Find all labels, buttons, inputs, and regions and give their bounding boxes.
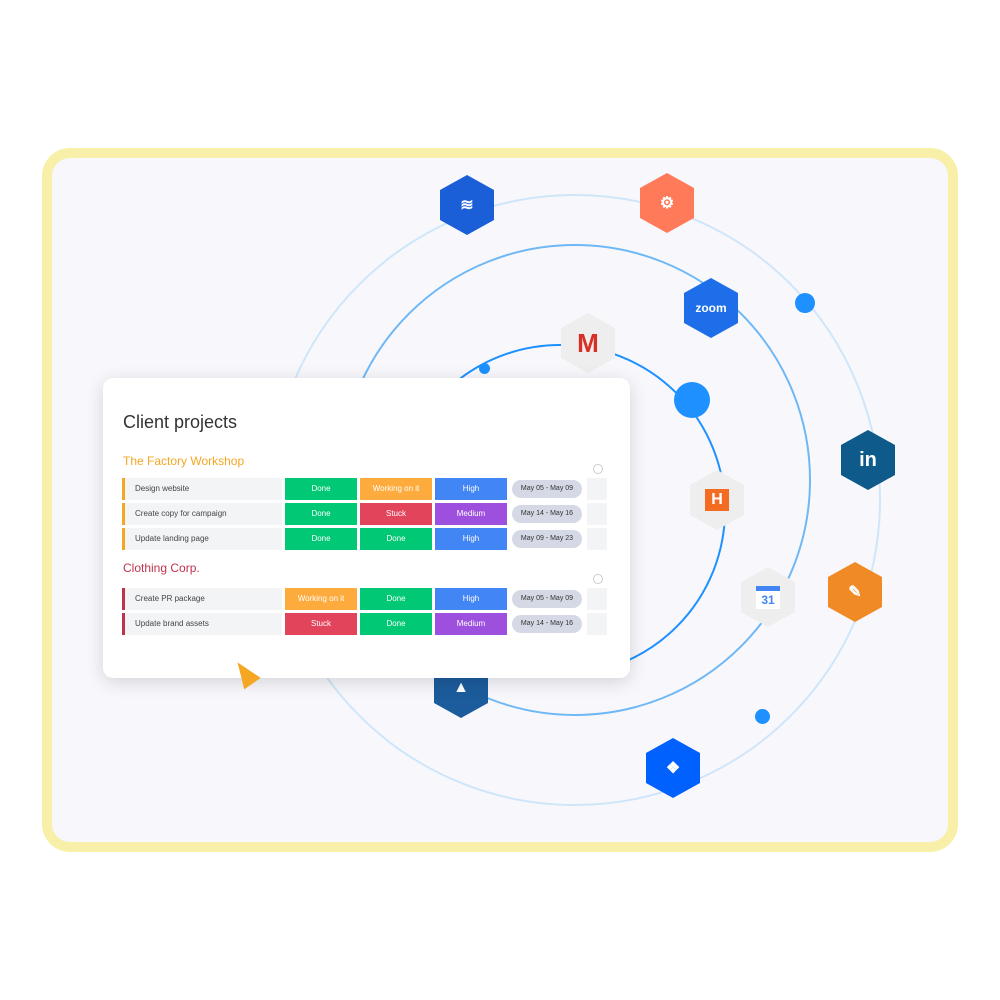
pencil-app-icon: ✎ (828, 562, 882, 622)
empty-cell[interactable] (587, 528, 607, 550)
priority-cell[interactable]: High (435, 528, 507, 550)
priority-cell[interactable]: High (435, 588, 507, 610)
linkedin-icon: in (841, 430, 895, 490)
timeline-cell[interactable]: May 05 - May 09 (512, 590, 582, 608)
info-icon[interactable] (593, 464, 603, 474)
group-title[interactable]: The Factory Workshop (123, 454, 245, 468)
google-calendar-icon: 31 (741, 567, 795, 627)
status-cell[interactable]: Working on it (285, 588, 357, 610)
status-cell[interactable]: Stuck (285, 613, 357, 635)
status-cell[interactable]: Stuck (360, 503, 432, 525)
task-name[interactable]: Create copy for campaign (122, 503, 282, 525)
timeline-cell[interactable]: May 05 - May 09 (512, 480, 582, 498)
orbit-dot (479, 363, 490, 374)
group-title[interactable]: Clothing Corp. (123, 561, 200, 575)
task-name[interactable]: Design website (122, 478, 282, 500)
gmail-icon: M (561, 313, 615, 373)
table-row[interactable]: Create PR package Working on it Done Hig… (122, 588, 608, 610)
board-title: Client projects (123, 412, 238, 432)
status-cell[interactable]: Done (285, 528, 357, 550)
linkedin-label: in (859, 448, 877, 471)
harvest-icon: H (690, 470, 744, 530)
hubspot-icon: ⚙ (640, 173, 694, 233)
info-icon[interactable] (593, 574, 603, 584)
harvest-label: H (705, 489, 729, 511)
zoom-icon: zoom (684, 278, 738, 338)
priority-cell[interactable]: High (435, 478, 507, 500)
empty-cell[interactable] (587, 478, 607, 500)
calendar-label: 31 (756, 585, 780, 609)
table-row[interactable]: Create copy for campaign Done Stuck Medi… (122, 503, 608, 525)
orbit-dot (674, 382, 710, 418)
table-row[interactable]: Update brand assets Stuck Done Medium Ma… (122, 613, 608, 635)
status-cell[interactable]: Done (285, 478, 357, 500)
status-cell[interactable]: Working on it (360, 478, 432, 500)
task-name[interactable]: Create PR package (122, 588, 282, 610)
timeline-cell[interactable]: May 09 - May 23 (512, 530, 582, 548)
table-row[interactable]: Update landing page Done Done High May 0… (122, 528, 608, 550)
status-cell[interactable]: Done (360, 588, 432, 610)
priority-cell[interactable]: Medium (435, 503, 507, 525)
orbit-dot (795, 293, 815, 313)
priority-cell[interactable]: Medium (435, 613, 507, 635)
status-cell[interactable]: Done (360, 613, 432, 635)
empty-cell[interactable] (587, 588, 607, 610)
zoom-label: zoom (695, 301, 727, 315)
timeline-cell[interactable]: May 14 - May 16 (512, 615, 582, 633)
status-cell[interactable]: Done (360, 528, 432, 550)
jira-icon: ≋ (440, 175, 494, 235)
status-cell[interactable]: Done (285, 503, 357, 525)
empty-cell[interactable] (587, 613, 607, 635)
orbit-dot (755, 709, 770, 724)
board-card: Client projects The Factory Workshop Des… (103, 378, 630, 678)
table-row[interactable]: Design website Done Working on it High M… (122, 478, 608, 500)
task-name[interactable]: Update brand assets (122, 613, 282, 635)
timeline-cell[interactable]: May 14 - May 16 (512, 505, 582, 523)
task-name[interactable]: Update landing page (122, 528, 282, 550)
dropbox-icon: ❖ (646, 738, 700, 798)
empty-cell[interactable] (587, 503, 607, 525)
